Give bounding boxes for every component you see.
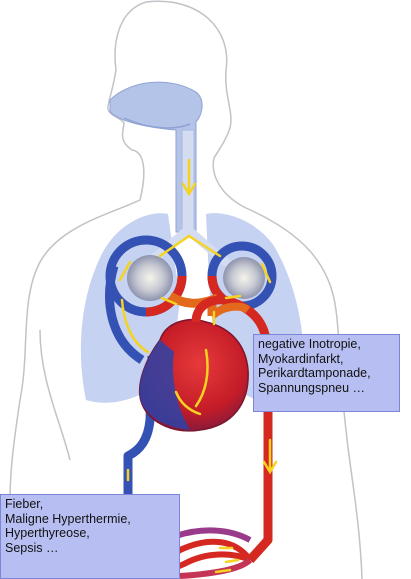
cardiac-cause-2: Myokardinfarkt, [258,352,395,367]
right-alveolus [223,257,265,299]
cardiac-cause-3: Perikardtamponade, [258,366,395,381]
metabolic-causes-label: Fieber, Maligne Hyperthermie, Hyperthyre… [0,494,180,579]
left-alveolus [127,255,173,301]
metabolic-cause-1: Fieber, [5,497,175,512]
cardiac-cause-1: negative Inotropie, [258,337,395,352]
cardiac-causes-label: negative Inotropie, Myokardinfarkt, Peri… [253,334,400,412]
metabolic-cause-2: Maligne Hyperthermie, [5,512,175,527]
metabolic-cause-4: Sepsis … [5,541,175,556]
cardiac-cause-4: Spannungspneu … [258,381,395,396]
metabolic-cause-3: Hyperthyreose, [5,526,175,541]
